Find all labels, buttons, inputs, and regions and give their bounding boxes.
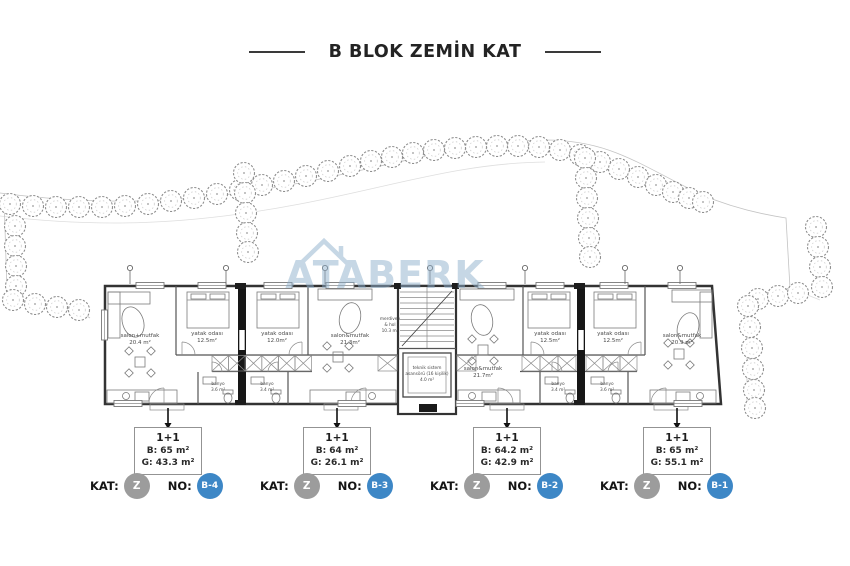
room-label: banyo [600,381,614,387]
room-label: yatak odası [191,331,223,337]
room-label: yatak odası [261,331,293,337]
unit-gross-area: B: 64.2 m² [480,446,534,456]
room-labels: salon+mutfak 20.4 m² yatak odası 12.5m² … [121,316,702,393]
elevator-room [402,352,452,398]
unit-gross-area: B: 65 m² [146,446,190,456]
floor-badge: Z [463,472,490,499]
no-label: NO: [507,478,532,493]
room-area: 4.0 m² [420,377,434,383]
room-area: 3.6 m² [600,387,614,393]
kat-label: KAT: [260,478,289,493]
kat-label: KAT: [90,478,119,493]
room-label: salon&mutfak [464,366,503,372]
room-area: 3.6 m² [211,387,225,393]
no-label: NO: [167,478,192,493]
no-label: NO: [337,478,362,493]
katno-group-b1: KAT: Z NO: B-1 [600,472,736,499]
room-area: 21.7m² [473,372,493,379]
floor-badge: Z [633,472,660,499]
title-rule-right [545,51,602,53]
watermark: ATABERK [285,237,485,297]
room-area: 12.0m² [267,337,287,344]
room-label: asansörü (16 kişilik) [405,371,448,377]
unit-number-badge: B-4 [196,472,223,499]
unit-garden-area: G: 55.1 m² [650,458,704,468]
no-label: NO: [677,478,702,493]
room-label: banyo [260,381,274,387]
watermark-roof-icon [295,237,353,269]
title-rule-left [248,51,305,53]
room-area: 20.9 m² [671,339,693,346]
staircase [398,287,456,350]
unit-type: 1+1 [495,432,519,444]
room-area: 20.4 m² [129,339,151,346]
wall-markers [126,264,684,284]
room-label: yatak odası [597,331,629,337]
room-label: banyo [551,381,565,387]
unit-arrows [164,408,681,429]
unit-gross-area: B: 64 m² [315,446,359,456]
floor-badge: Z [293,472,320,499]
room-area: 3.4 m² [551,387,565,393]
unit-type: 1+1 [156,432,180,444]
unit-info-card-b4: 1+1 B: 65 m² G: 43.3 m² [134,427,202,475]
kat-label: KAT: [600,478,629,493]
katno-group-b4: KAT: Z NO: B-4 [90,472,226,499]
watermark-text: ATABERK [285,253,485,297]
unit-info-card-b3: 1+1 B: 64 m² G: 26.1 m² [303,427,371,475]
room-label: salon+mutfak [121,333,161,339]
room-label: banyo [211,381,225,387]
unit-info-card-b2: 1+1 B: 64.2 m² G: 42.9 m² [473,427,541,475]
room-label: salon&mutfak [331,333,370,339]
katno-group-b2: KAT: Z NO: B-2 [430,472,566,499]
tree-row [0,134,834,420]
room-area: 10.3 m² [382,328,399,334]
room-label: teknik sistem [413,365,442,371]
room-label: salon&mutfak [663,333,702,339]
room-area: 21.3m² [340,339,360,346]
furniture [106,283,717,411]
unit-garden-area: G: 43.3 m² [141,458,195,468]
interior-walls [175,286,646,404]
unit-garden-area: G: 42.9 m² [480,458,534,468]
unit-info-card-b1: 1+1 B: 65 m² G: 55.1 m² [643,427,711,475]
room-label: merdiven [380,316,401,322]
room-area: 12.5m² [540,337,560,344]
floor-badge: Z [123,472,150,499]
room-area: 12.5m² [197,337,217,344]
unit-garden-area: G: 26.1 m² [310,458,364,468]
katno-group-b3: KAT: Z NO: B-3 [260,472,396,499]
unit-type: 1+1 [325,432,349,444]
title-row: B BLOK ZEMİN KAT [0,42,850,62]
windows [101,282,703,407]
unit-number-badge: B-2 [536,472,563,499]
unit-gross-area: B: 65 m² [655,446,699,456]
kat-label: KAT: [430,478,459,493]
room-label: yatak odası [534,331,566,337]
entrance-block [419,404,437,412]
unit-number-badge: B-1 [706,472,733,499]
unit-type: 1+1 [665,432,689,444]
room-label: & hol [384,322,395,328]
room-area: 12.5m² [603,337,623,344]
unit-number-badge: B-3 [366,472,393,499]
room-area: 3.4 m² [260,387,274,393]
terrace-hatching [211,355,638,372]
page-title: B BLOK ZEMİN KAT [328,42,522,62]
